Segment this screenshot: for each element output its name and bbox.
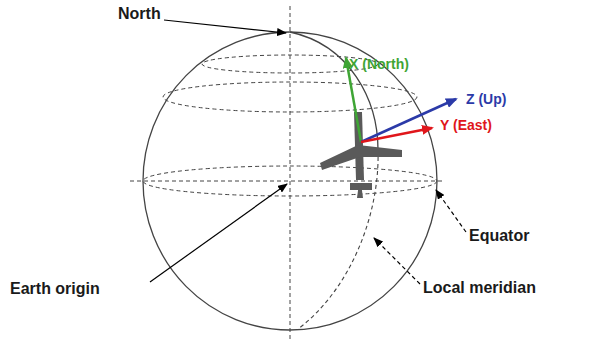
axis-label: X (North) [349,57,409,71]
leader-line [374,238,420,284]
origin-label: Earth origin [10,281,100,297]
axis-label: Z (Up) [466,92,506,106]
equatorial-axis [130,181,445,182]
local-meridian [290,32,378,150]
equator-label: Equator [469,228,529,244]
axis-label: Y (East) [440,118,492,132]
leader-line [436,190,466,232]
polar-axis [290,6,291,341]
equator-circle [143,166,437,196]
y-axis-arrow [361,128,432,142]
leader-line [150,184,287,282]
latitude-circle [163,82,417,112]
pole-label: North [118,6,161,22]
local-meridian [298,150,378,329]
airplane [320,112,402,198]
meridian-label: Local meridian [423,280,536,296]
leader-line [164,20,286,33]
